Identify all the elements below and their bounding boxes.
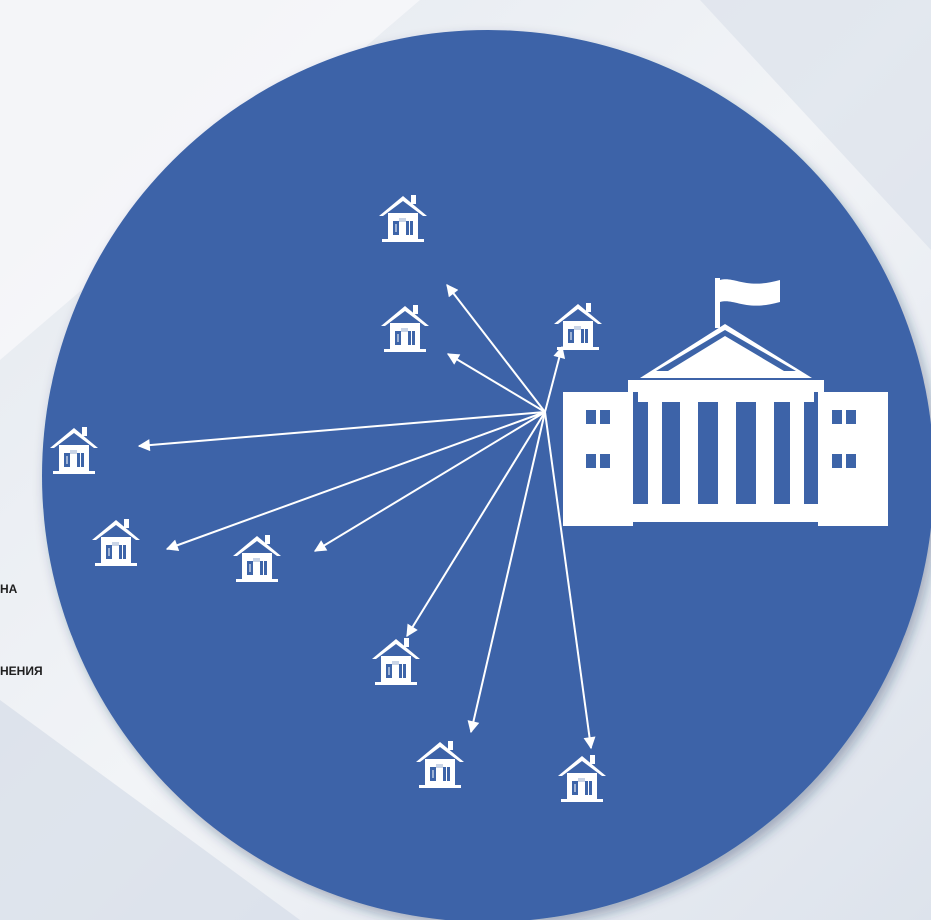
region-circle (42, 30, 931, 920)
arrow-to-house-4 (137, 411, 546, 452)
arrow-to-house-6 (313, 411, 546, 552)
partial-label-2: НЕНИЯ (0, 664, 43, 678)
arrow-to-house-7 (406, 411, 546, 638)
arrow-to-house-1 (446, 284, 546, 413)
arrow-to-house-9 (544, 411, 596, 750)
connection-arrows (137, 284, 596, 750)
arrow-to-house-5 (165, 411, 546, 551)
school-building-icon (563, 278, 888, 526)
arrow-to-house-2 (446, 353, 546, 413)
partial-label-1: НА (0, 582, 18, 596)
arrow-to-house-3 (544, 345, 566, 413)
arrow-to-house-8 (467, 411, 546, 734)
